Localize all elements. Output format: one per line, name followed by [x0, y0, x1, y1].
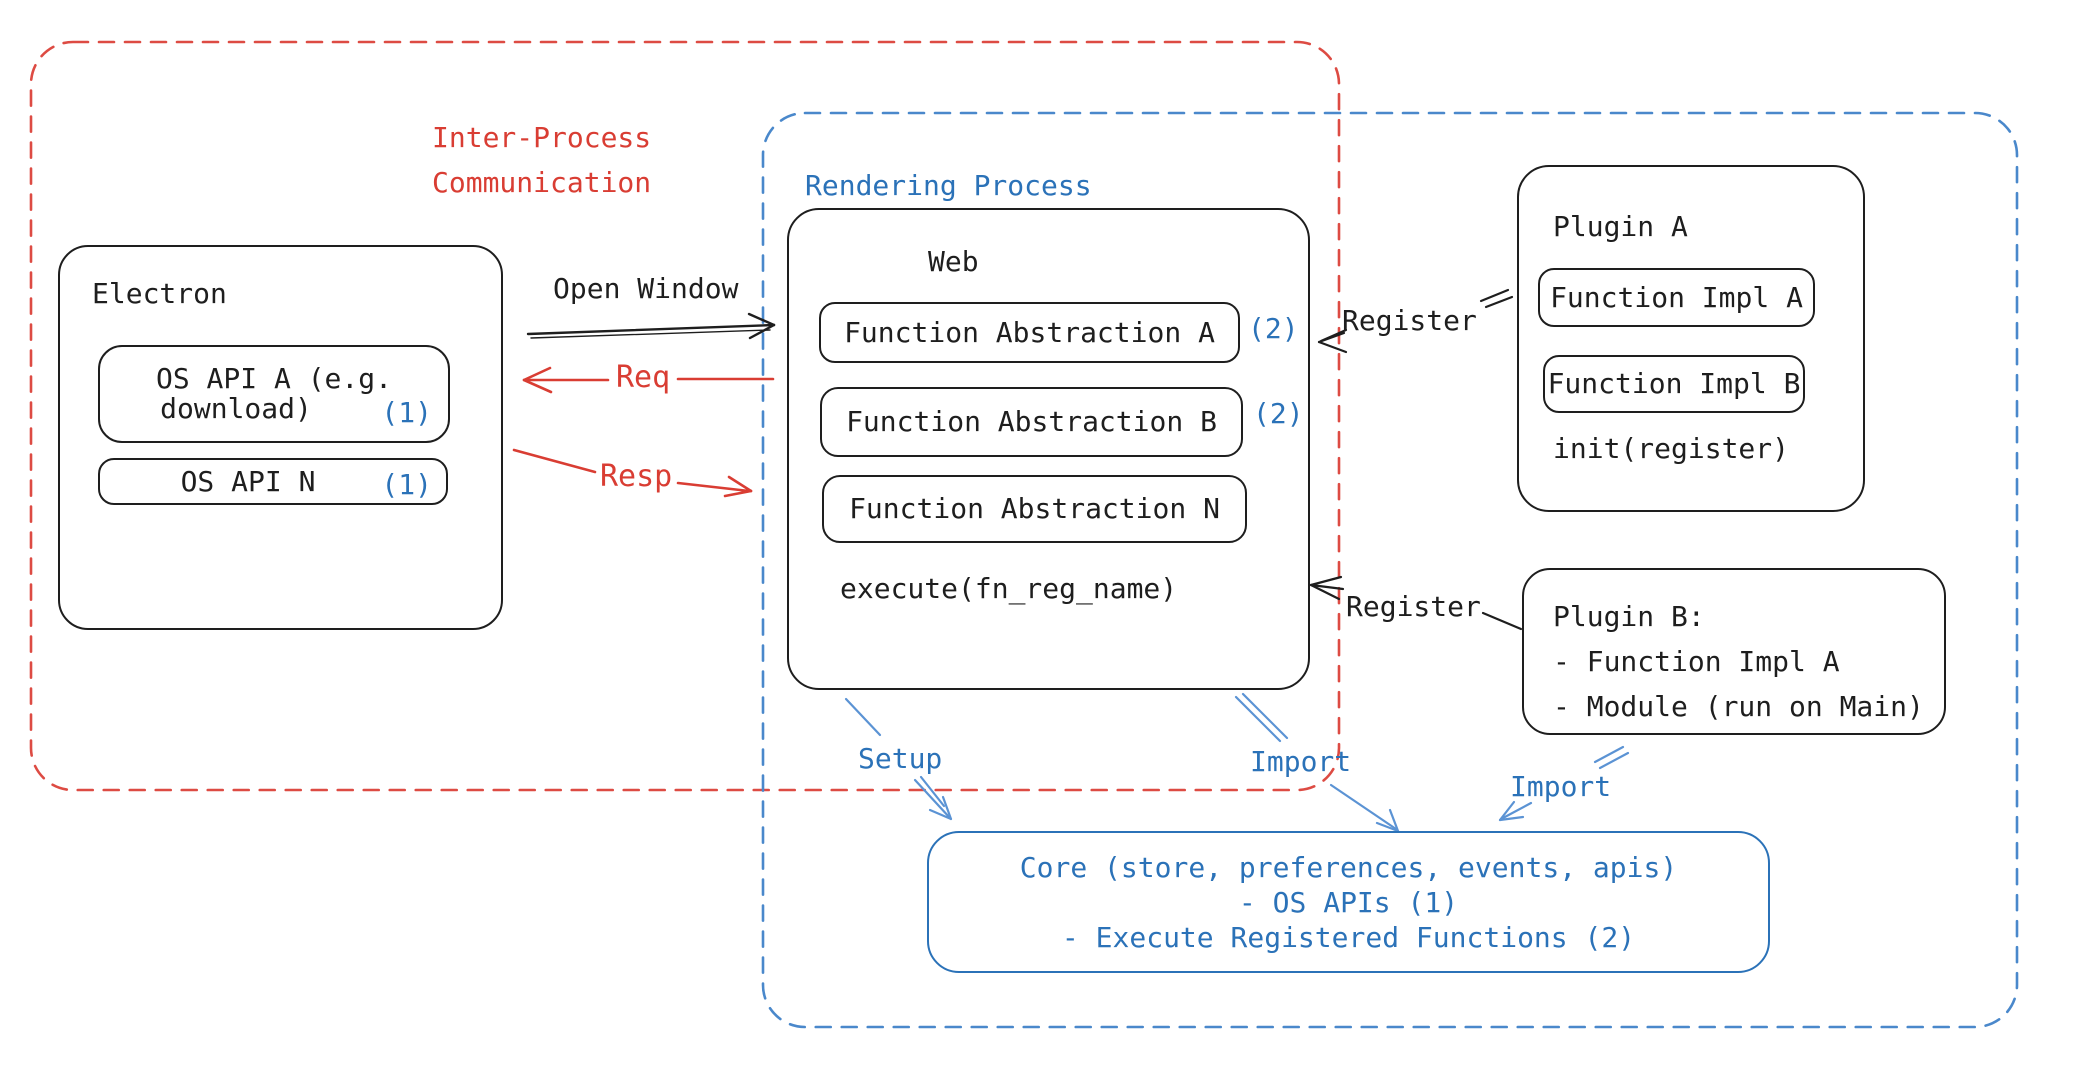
core-line-3: - Execute Registered Functions (2) [1061, 920, 1636, 954]
function-abstraction-b-badge: (2) [1253, 397, 1304, 430]
function-abstraction-a-label: Function Abstraction A [844, 315, 1215, 349]
plugin-b-box [1522, 568, 1946, 735]
req-arrow [522, 366, 775, 394]
core-box: Core (store, preferences, events, apis) … [927, 831, 1770, 973]
function-abstraction-a-badge: (2) [1248, 312, 1299, 345]
register-bottom-arrow [1309, 575, 1523, 631]
import-web-arrow [1234, 692, 1400, 833]
web-title: Web [928, 245, 979, 278]
register-top-label: Register [1342, 304, 1477, 337]
function-abstraction-n-box: Function Abstraction N [822, 475, 1247, 543]
core-line-1: Core (store, preferences, events, apis) [1019, 850, 1678, 884]
plugin-a-box [1517, 165, 1865, 512]
os-api-a-label-line2: download) [160, 392, 312, 425]
import-web-label: Import [1250, 745, 1352, 778]
resp-label: Resp [600, 459, 673, 494]
plugin-a-title: Plugin A [1553, 210, 1688, 243]
import-plugin-label: Import [1510, 770, 1612, 803]
plugin-b-text: Plugin B:- Function Impl A- Module (run … [1553, 600, 1924, 723]
setup-arrow [844, 697, 953, 821]
os-api-a-box: OS API A (e.g. download) (1) [98, 345, 450, 443]
setup-label: Setup [858, 742, 943, 775]
core-line-2: - OS APIs (1) [1238, 885, 1459, 919]
import-plugin-arrow [1498, 745, 1630, 822]
rendering-region-label: Rendering Process [805, 169, 1092, 202]
function-abstraction-b-box: Function Abstraction B [820, 387, 1243, 457]
os-api-n-label: OS API N [180, 464, 316, 498]
function-impl-b-box: Function Impl B [1543, 355, 1805, 413]
os-api-n-badge: (1) [381, 468, 432, 501]
resp-arrow [512, 448, 753, 498]
ipc-region-outline [29, 40, 1341, 792]
register-top-arrow [1317, 288, 1514, 354]
plugin-a-init-label: init(register) [1553, 432, 1790, 465]
electron-title: Electron [92, 277, 227, 310]
open-window-label: Open Window [553, 272, 739, 305]
rendering-region-outline [761, 111, 2019, 1029]
open-window-arrow [526, 312, 776, 340]
function-impl-a-label: Function Impl A [1550, 280, 1803, 314]
req-label: Req [616, 360, 671, 395]
function-abstraction-b-label: Function Abstraction B [846, 405, 1217, 438]
function-impl-b-label: Function Impl B [1547, 367, 1801, 400]
function-abstraction-n-label: Function Abstraction N [849, 492, 1220, 525]
os-api-a-label-line1: OS API A (e.g. [155, 362, 392, 395]
function-impl-a-box: Function Impl A [1538, 268, 1815, 327]
execute-label: execute(fn_reg_name) [840, 572, 1178, 605]
function-abstraction-a-box: Function Abstraction A [819, 302, 1240, 363]
os-api-a-badge: (1) [381, 396, 432, 429]
os-api-n-box: OS API N (1) [98, 458, 448, 505]
register-bottom-label: Register [1346, 590, 1481, 623]
